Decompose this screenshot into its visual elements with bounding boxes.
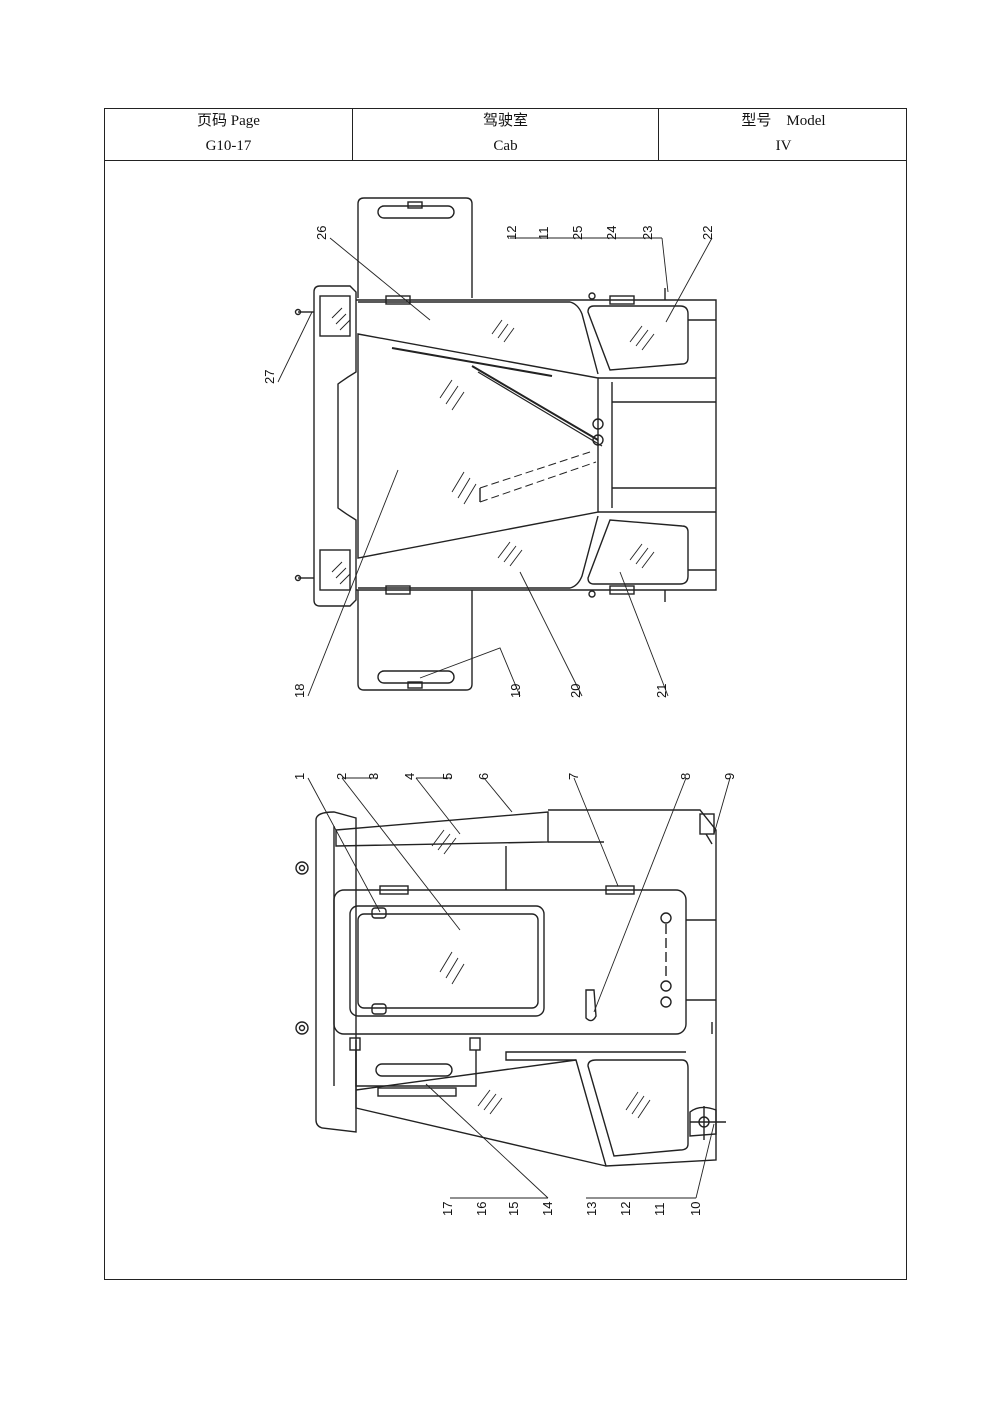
svg-text:17: 17 xyxy=(440,1202,455,1216)
svg-text:19: 19 xyxy=(508,684,523,698)
svg-text:1: 1 xyxy=(292,773,307,780)
model-value: IV xyxy=(775,138,792,154)
svg-text:11: 11 xyxy=(652,1203,667,1217)
svg-text:12: 12 xyxy=(504,226,519,240)
title-cn: 驾驶室 xyxy=(482,113,528,129)
svg-text:23: 23 xyxy=(640,226,655,240)
svg-text:8: 8 xyxy=(678,773,693,780)
model-label: 型号 Model xyxy=(741,113,826,129)
svg-text:20: 20 xyxy=(568,684,583,698)
svg-text:2: 2 xyxy=(334,773,349,780)
svg-text:18: 18 xyxy=(292,684,307,698)
svg-text:5: 5 xyxy=(440,773,455,780)
svg-text:21: 21 xyxy=(654,684,669,698)
svg-text:27: 27 xyxy=(262,370,277,384)
title-cell: 驾驶室 Cab xyxy=(352,109,658,160)
page-label: 页码 Page xyxy=(197,113,260,129)
svg-text:6: 6 xyxy=(476,773,491,780)
svg-text:26: 26 xyxy=(314,226,329,240)
parts-sheet: 页码 Page G10-17 驾驶室 Cab 型号 Model IV xyxy=(104,108,907,1280)
svg-text:14: 14 xyxy=(540,1202,555,1216)
side-view-callouts xyxy=(307,777,731,1199)
page-cell: 页码 Page G10-17 xyxy=(105,109,352,160)
cab-side-view xyxy=(295,809,726,1167)
model-cell: 型号 Model IV xyxy=(658,109,908,160)
svg-text:22: 22 xyxy=(700,226,715,240)
svg-text:16: 16 xyxy=(474,1202,489,1216)
page-number: G10-17 xyxy=(205,138,252,154)
svg-text:3: 3 xyxy=(366,773,381,780)
svg-text:11: 11 xyxy=(536,227,551,241)
header-table: 页码 Page G10-17 驾驶室 Cab 型号 Model IV xyxy=(105,109,906,161)
top-view-labels: 26 12 11 25 24 23 22 27 18 19 20 21 xyxy=(262,226,715,698)
svg-text:7: 7 xyxy=(566,773,581,780)
svg-text:10: 10 xyxy=(688,1202,703,1216)
top-view-callouts xyxy=(277,237,713,697)
svg-text:25: 25 xyxy=(570,226,585,240)
svg-text:13: 13 xyxy=(584,1202,599,1216)
svg-text:12: 12 xyxy=(618,1202,633,1216)
title-en: Cab xyxy=(493,138,518,154)
svg-text:4: 4 xyxy=(402,773,417,780)
side-view-labels: 1 2 3 4 5 6 7 8 9 17 16 15 14 13 12 11 1… xyxy=(292,773,737,1216)
cab-top-view xyxy=(294,197,717,691)
svg-text:9: 9 xyxy=(722,773,737,780)
svg-text:24: 24 xyxy=(604,226,619,240)
svg-text:15: 15 xyxy=(506,1202,521,1216)
